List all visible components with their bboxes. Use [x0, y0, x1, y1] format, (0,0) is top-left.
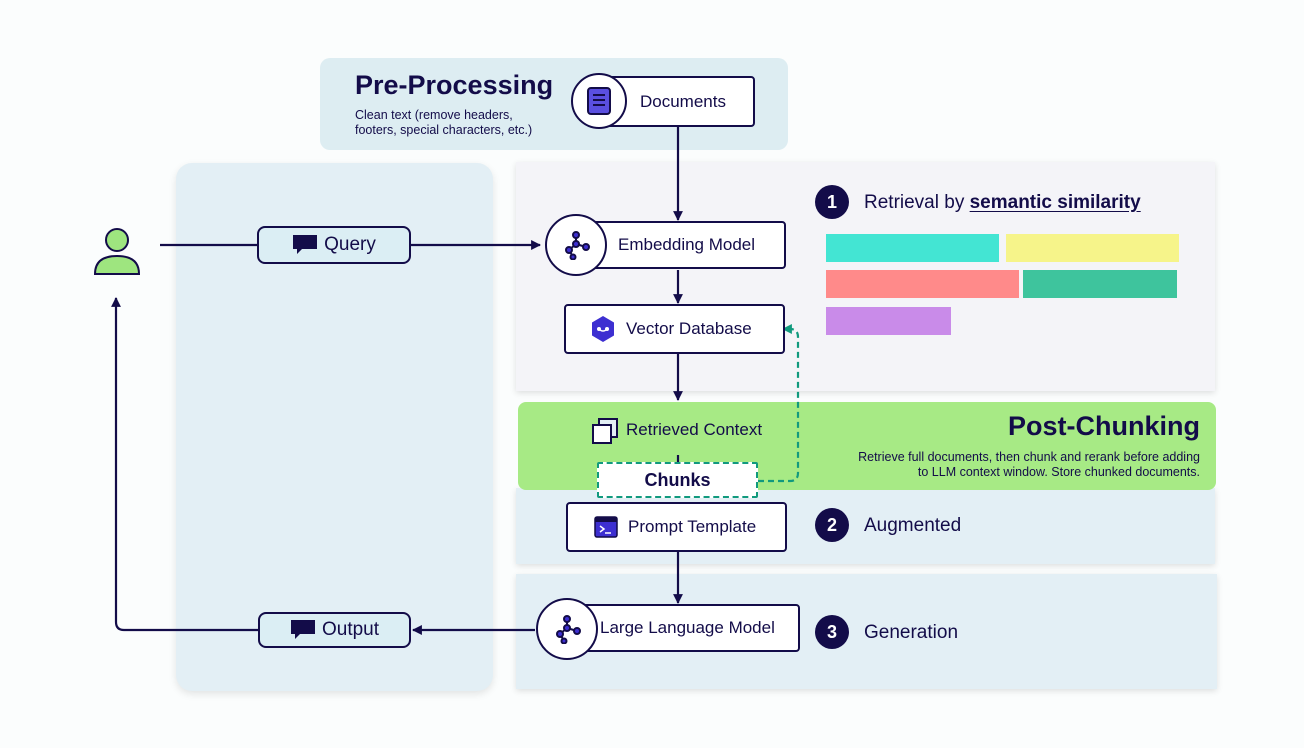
arrow-chunks-to-vectordb: [758, 324, 800, 483]
network-node-icon: [556, 615, 581, 644]
llm-label: Large Language Model: [600, 618, 775, 637]
documents-label: Documents: [640, 91, 726, 111]
vector-database-box[interactable]: Vector Database: [564, 304, 785, 354]
retrieval-label-emphasis: semantic similarity: [969, 192, 1141, 213]
step-2-badge: 2: [815, 508, 849, 542]
embedding-model-icon-circle: [545, 214, 607, 276]
retrieval-label: Retrieval by semantic similarity: [864, 192, 1141, 214]
document-icon: [587, 87, 611, 115]
vector-database-label: Vector Database: [626, 319, 752, 338]
chat-bubble-icon: [290, 620, 315, 639]
chat-bubble-icon: [293, 235, 318, 254]
preprocessing-description-line2: footers, special characters, etc.): [355, 123, 533, 137]
user-icon[interactable]: [92, 226, 142, 278]
chunks-label: Chunks: [644, 469, 711, 490]
embedding-model-box[interactable]: Embedding Model: [573, 221, 786, 269]
embedding-bar-1: [826, 234, 999, 262]
llm-icon-circle: [536, 598, 598, 660]
generation-label: Generation: [864, 622, 959, 643]
output-pill[interactable]: Output: [258, 612, 411, 648]
preprocessing-title: Pre-Processing: [355, 70, 554, 100]
retrieval-label-prefix: Retrieval by: [864, 192, 970, 213]
step-3-badge: 3: [815, 615, 849, 649]
postchunking-title: Post-Chunking: [1008, 411, 1200, 441]
preprocessing-description-line1: Clean text (remove headers,: [355, 108, 513, 122]
hexagon-db-icon: [592, 316, 614, 342]
augmented-label: Augmented: [864, 515, 962, 536]
embedding-bar-3: [826, 270, 1019, 298]
embedding-bar-4: [1023, 270, 1177, 298]
network-node-icon: [565, 231, 590, 260]
retrieved-context-label: Retrieved Context: [626, 420, 763, 439]
documents-icon-circle: [571, 73, 627, 129]
chunks-box[interactable]: Chunks: [597, 462, 758, 498]
query-pill[interactable]: Query: [257, 226, 411, 264]
terminal-icon: [594, 516, 618, 538]
prompt-template-label: Prompt Template: [628, 517, 757, 536]
prompt-template-box[interactable]: Prompt Template: [566, 502, 787, 552]
query-label: Query: [324, 234, 376, 255]
arrow-output-to-user: [111, 297, 258, 632]
embedding-bar-2: [1006, 234, 1179, 262]
postchunking-description-line1: Retrieve full documents, then chunk and …: [858, 450, 1200, 464]
output-label: Output: [321, 619, 380, 640]
embedding-model-label: Embedding Model: [618, 235, 756, 254]
postchunking-description-line2: to LLM context window. Store chunked doc…: [917, 465, 1200, 479]
llm-box[interactable]: Large Language Model: [565, 604, 800, 652]
step-1-badge: 1: [815, 185, 849, 219]
stacked-squares-icon: [592, 418, 618, 444]
embedding-bar-5: [826, 307, 951, 335]
